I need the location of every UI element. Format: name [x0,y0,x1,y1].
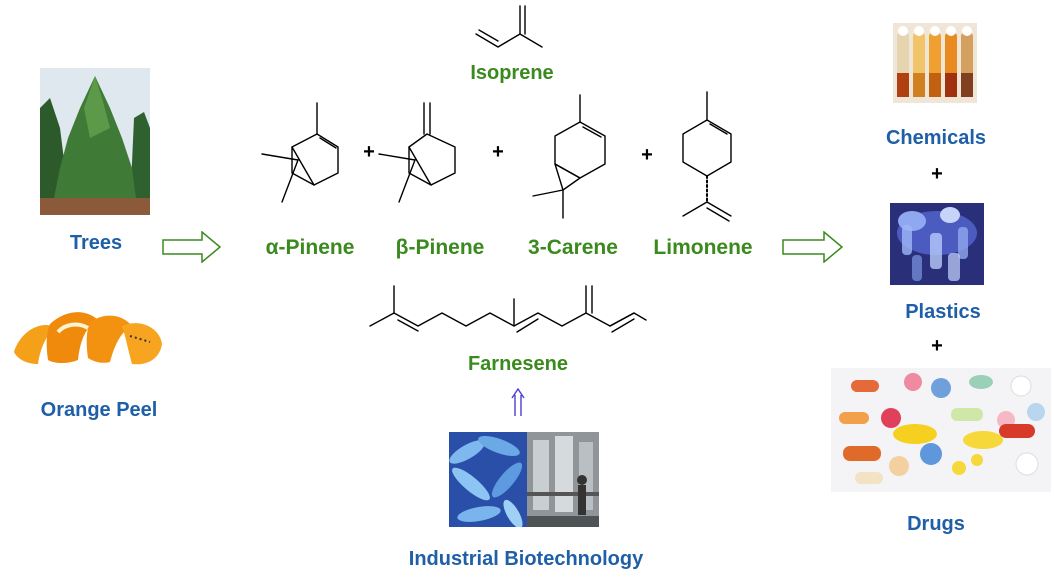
double-up-arrow-icon [511,387,525,416]
plastics-image [890,203,984,285]
3-carene-label: 3-Carene [528,236,618,259]
farnesene-label: Farnesene [467,353,569,375]
industrial-biotech-label: Industrial Biotechnology [408,548,644,570]
alpha-pinene-label: α-Pinene [265,236,355,259]
isoprene-structure [475,5,543,48]
biotech-image [449,432,599,527]
trees-image [40,68,150,215]
limonene-structure [682,91,732,222]
plus-1: + [363,141,375,163]
farnesene-structure [369,285,647,333]
drugs-label: Drugs [907,513,965,535]
drugs-image [831,368,1051,492]
hollow-arrow-left-icon [162,231,222,263]
trees-label: Trees [69,232,123,254]
beta-pinene-label: β-Pinene [395,236,485,259]
plus-2: + [492,141,504,163]
plastics-label: Plastics [905,301,981,323]
orange-peel-label: Orange Peel [40,399,158,421]
beta-pinene-structure [378,102,456,203]
isoprene-label: Isoprene [470,62,554,84]
orange-peel-image [10,302,165,372]
plus-4: + [931,163,943,185]
plus-5: + [931,335,943,357]
chemicals-image [893,23,977,103]
plus-3: + [641,144,653,166]
hollow-arrow-right-icon [782,231,844,263]
3-carene-structure [532,94,606,219]
chemicals-label: Chemicals [885,127,987,149]
alpha-pinene-structure [261,102,339,203]
limonene-label: Limonene [653,236,753,259]
